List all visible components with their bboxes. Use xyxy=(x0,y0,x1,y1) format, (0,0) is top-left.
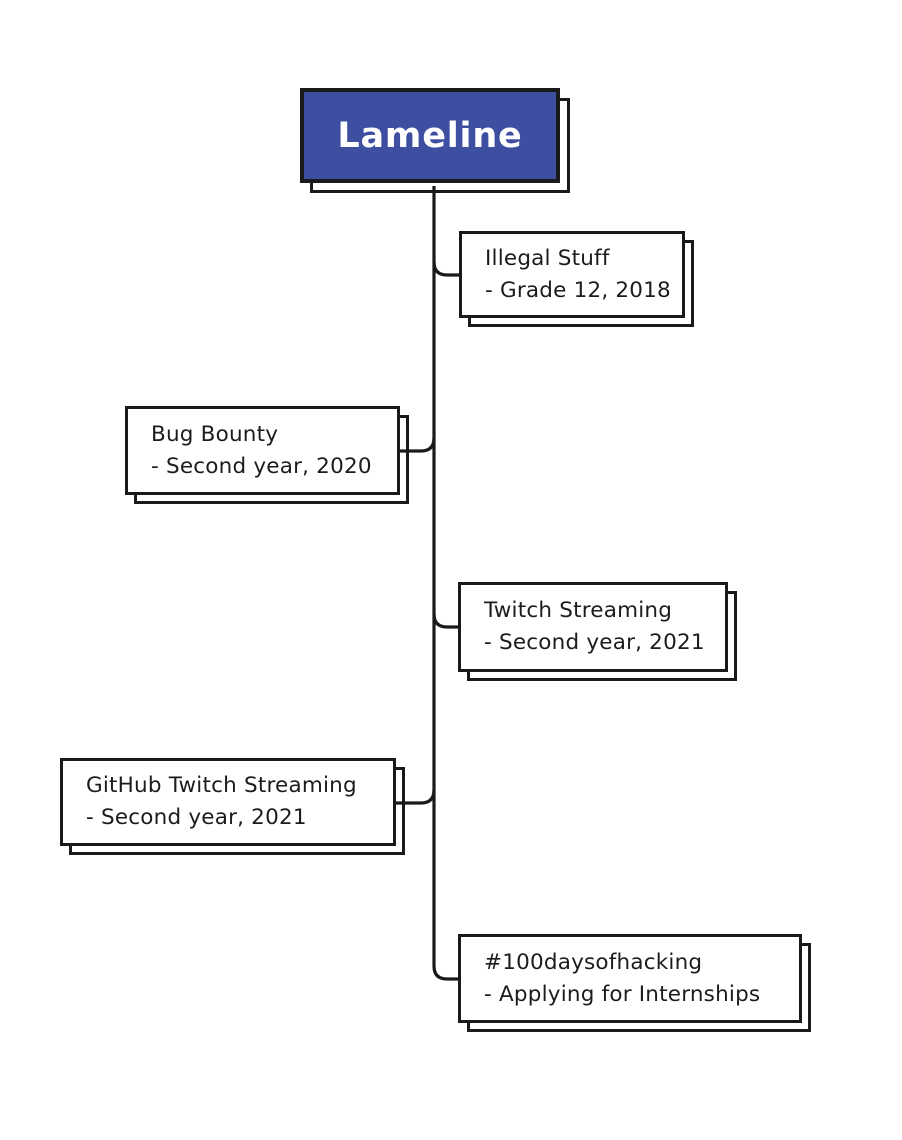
node-face: Illegal Stuff - Grade 12, 2018 xyxy=(459,231,685,318)
node-face: #100daysofhacking - Applying for Interns… xyxy=(458,934,802,1023)
node-detail: - Applying for Internships xyxy=(484,981,761,1007)
node-face: Bug Bounty - Second year, 2020 xyxy=(125,406,400,495)
timeline-node-100daysofhacking: #100daysofhacking - Applying for Interns… xyxy=(458,934,811,1032)
connector-branch-bugbounty xyxy=(396,437,436,453)
diagram-title: Lameline xyxy=(337,115,523,156)
node-title: #100daysofhacking xyxy=(484,949,703,975)
timeline-node-github-twitch-streaming: GitHub Twitch Streaming - Second year, 2… xyxy=(60,758,405,855)
timeline-node-bug-bounty: Bug Bounty - Second year, 2020 xyxy=(125,406,409,504)
timeline-node-illegal-stuff: Illegal Stuff - Grade 12, 2018 xyxy=(459,231,694,327)
node-face: Twitch Streaming - Second year, 2021 xyxy=(458,582,728,672)
connector-branch-twitch xyxy=(432,613,462,629)
root-node-lameline: Lameline xyxy=(300,88,570,193)
node-title: Bug Bounty xyxy=(151,421,279,447)
node-detail: - Second year, 2021 xyxy=(484,630,705,655)
node-face: GitHub Twitch Streaming - Second year, 2… xyxy=(60,758,396,846)
connector-branch-illegal xyxy=(432,261,463,277)
connector-branch-github xyxy=(392,789,436,805)
node-detail: - Second year, 2020 xyxy=(151,453,372,479)
node-title: Illegal Stuff xyxy=(485,245,610,271)
node-detail: - Second year, 2021 xyxy=(86,805,307,830)
node-detail: - Grade 12, 2018 xyxy=(485,277,671,303)
timeline-node-twitch-streaming: Twitch Streaming - Second year, 2021 xyxy=(458,582,737,681)
node-title: GitHub Twitch Streaming xyxy=(86,773,357,798)
node-title: Twitch Streaming xyxy=(484,598,673,623)
connector-trunk xyxy=(432,186,463,981)
root-node-face: Lameline xyxy=(300,88,560,183)
